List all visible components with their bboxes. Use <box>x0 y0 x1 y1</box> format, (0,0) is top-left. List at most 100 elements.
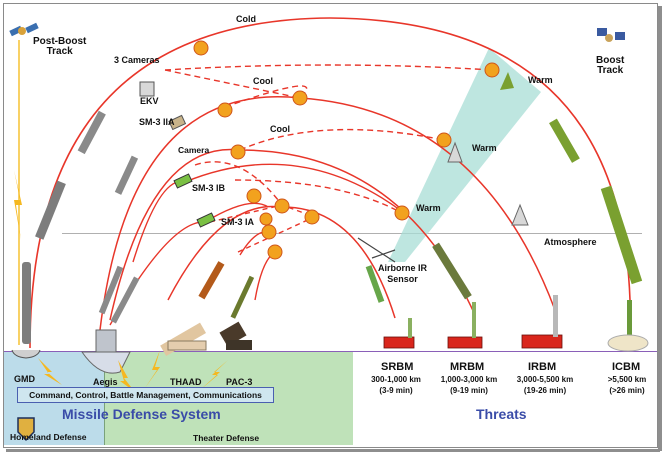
sm3-iia-dashed-path-2 <box>239 128 445 151</box>
threats-title: Threats <box>476 406 527 422</box>
pac3-label: PAC-3 <box>226 377 253 387</box>
post-boost-track-label: Post-Boost Track <box>33 37 86 57</box>
aegis-superstructure <box>95 329 117 353</box>
explosion <box>436 132 452 148</box>
explosion <box>292 90 308 106</box>
explosion <box>246 188 262 204</box>
frame-shadow <box>6 449 660 452</box>
post-boost-label-line1: Post-Boost <box>33 36 87 47</box>
pac3-trajectory <box>254 251 276 301</box>
ekv-dashed-path-2 <box>164 64 493 71</box>
lightning-bolt-gmd <box>14 170 22 240</box>
ekv-dashed-path <box>164 69 301 99</box>
c2-lightning-bolts <box>38 350 228 392</box>
atmosphere-label: Atmosphere <box>544 237 597 247</box>
three-cameras-label: 3 Cameras <box>114 55 160 65</box>
sm3-ia-vehicle <box>196 212 216 228</box>
sm3-ia-label: SM-3 IA <box>221 217 255 227</box>
threat-irbm-range: 3,000-5,500 km <box>516 375 574 384</box>
explosion <box>259 212 273 226</box>
threats-panel <box>353 352 657 445</box>
threat-icbm-name: ICBM <box>612 361 641 373</box>
explosion <box>230 144 246 160</box>
explosion <box>193 40 209 56</box>
threat-mrbm-range: 1,000-3,000 km <box>440 375 498 384</box>
thaad-truck <box>167 340 207 351</box>
thaad-interceptor <box>198 261 225 300</box>
threat-srbm-name: SRBM <box>381 361 414 373</box>
srbm-launcher <box>383 336 415 349</box>
explosion <box>267 244 283 260</box>
post-boost-label-line2: Track <box>46 46 73 57</box>
ekv-booster <box>77 110 106 155</box>
warm-label-upper: Warm <box>528 75 553 85</box>
icbm-warhead <box>500 72 514 90</box>
icbm-launch-site <box>607 334 649 352</box>
aegis-label: Aegis <box>93 377 118 387</box>
icbm-launch-missile <box>627 300 632 350</box>
cool-label-upper: Cool <box>253 76 273 86</box>
boost-satellite-icon <box>597 28 625 42</box>
icbm-missile <box>600 185 643 285</box>
boost-label-line1: Boost <box>596 55 625 66</box>
pac3-interceptor <box>230 275 255 319</box>
explosion <box>274 198 290 214</box>
atmosphere-line <box>62 233 642 234</box>
mrbm-launcher-missile <box>472 302 476 338</box>
c2-label-box: Command, Control, Battle Management, Com… <box>17 387 274 403</box>
boost-label-line2: Track <box>597 65 624 76</box>
sm3-iia-label: SM-3 IIA <box>139 117 175 127</box>
explosion <box>261 224 277 240</box>
threat-launchers <box>383 334 563 349</box>
missile-defense-system-title: Missile Defense System <box>62 406 221 422</box>
sm3-ib-dashed-path <box>194 161 283 206</box>
ground-line <box>4 351 657 352</box>
threat-mrbm-time: (9-19 min) <box>450 386 488 395</box>
sm3-ib-dashed-path-2 <box>234 179 401 213</box>
sm3-ib-trajectory <box>132 163 405 263</box>
post-boost-satellite-icon <box>9 22 39 37</box>
irbm-launcher <box>521 334 563 349</box>
cold-label: Cold <box>236 14 256 24</box>
watermark-emblem <box>17 417 35 442</box>
homeland-defense-label: Homeland Defense <box>10 432 87 442</box>
threat-icbm-time: (>26 min) <box>609 386 645 395</box>
threat-irbm-name: IRBM <box>528 361 557 373</box>
icbm-upper-stage <box>549 118 580 163</box>
sm3-iia-booster <box>114 155 139 195</box>
gmd-label: GMD <box>14 374 35 384</box>
threat-icbm-range: >5,500 km <box>607 375 647 384</box>
ekv-vehicle <box>139 81 155 97</box>
cool-label-lower: Cool <box>270 124 290 134</box>
mrbm-missile <box>432 242 472 300</box>
explosion <box>484 62 500 78</box>
airborne-label-line2: Sensor <box>387 274 418 284</box>
threat-srbm-range: 300-1,000 km <box>371 375 421 384</box>
boost-track-label: Boost Track <box>596 56 624 76</box>
explosion <box>217 102 233 118</box>
pac3-truck <box>226 340 252 350</box>
gmd-booster-stage <box>35 180 66 240</box>
srbm-launcher-missile <box>408 318 412 338</box>
aegis-interceptor-2 <box>110 276 140 324</box>
threat-srbm-time: (3-9 min) <box>379 386 413 395</box>
aegis-interceptor-1 <box>98 265 124 315</box>
frame-shadow-right <box>658 6 662 451</box>
sm3-iia-vehicle <box>168 114 187 131</box>
thaad-launcher <box>160 322 207 357</box>
irbm-launcher-missile <box>553 295 558 337</box>
sm3-ib-vehicle <box>173 173 193 189</box>
irbm-reentry-vehicle <box>511 203 529 226</box>
icbm-trajectory <box>29 17 631 349</box>
theater-defense-label: Theater Defense <box>193 433 260 443</box>
explosion <box>394 205 410 221</box>
sm3-ib-label: SM-3 IB <box>192 183 226 193</box>
airborne-ir-sensor-drone <box>357 237 396 263</box>
explosion <box>304 209 320 225</box>
ekv-label: EKV <box>140 96 159 106</box>
aegis-ship <box>81 351 131 374</box>
mrbm-launcher <box>447 336 483 349</box>
mrbm-reentry-vehicle <box>447 141 463 163</box>
gmd-interceptor <box>22 262 31 344</box>
